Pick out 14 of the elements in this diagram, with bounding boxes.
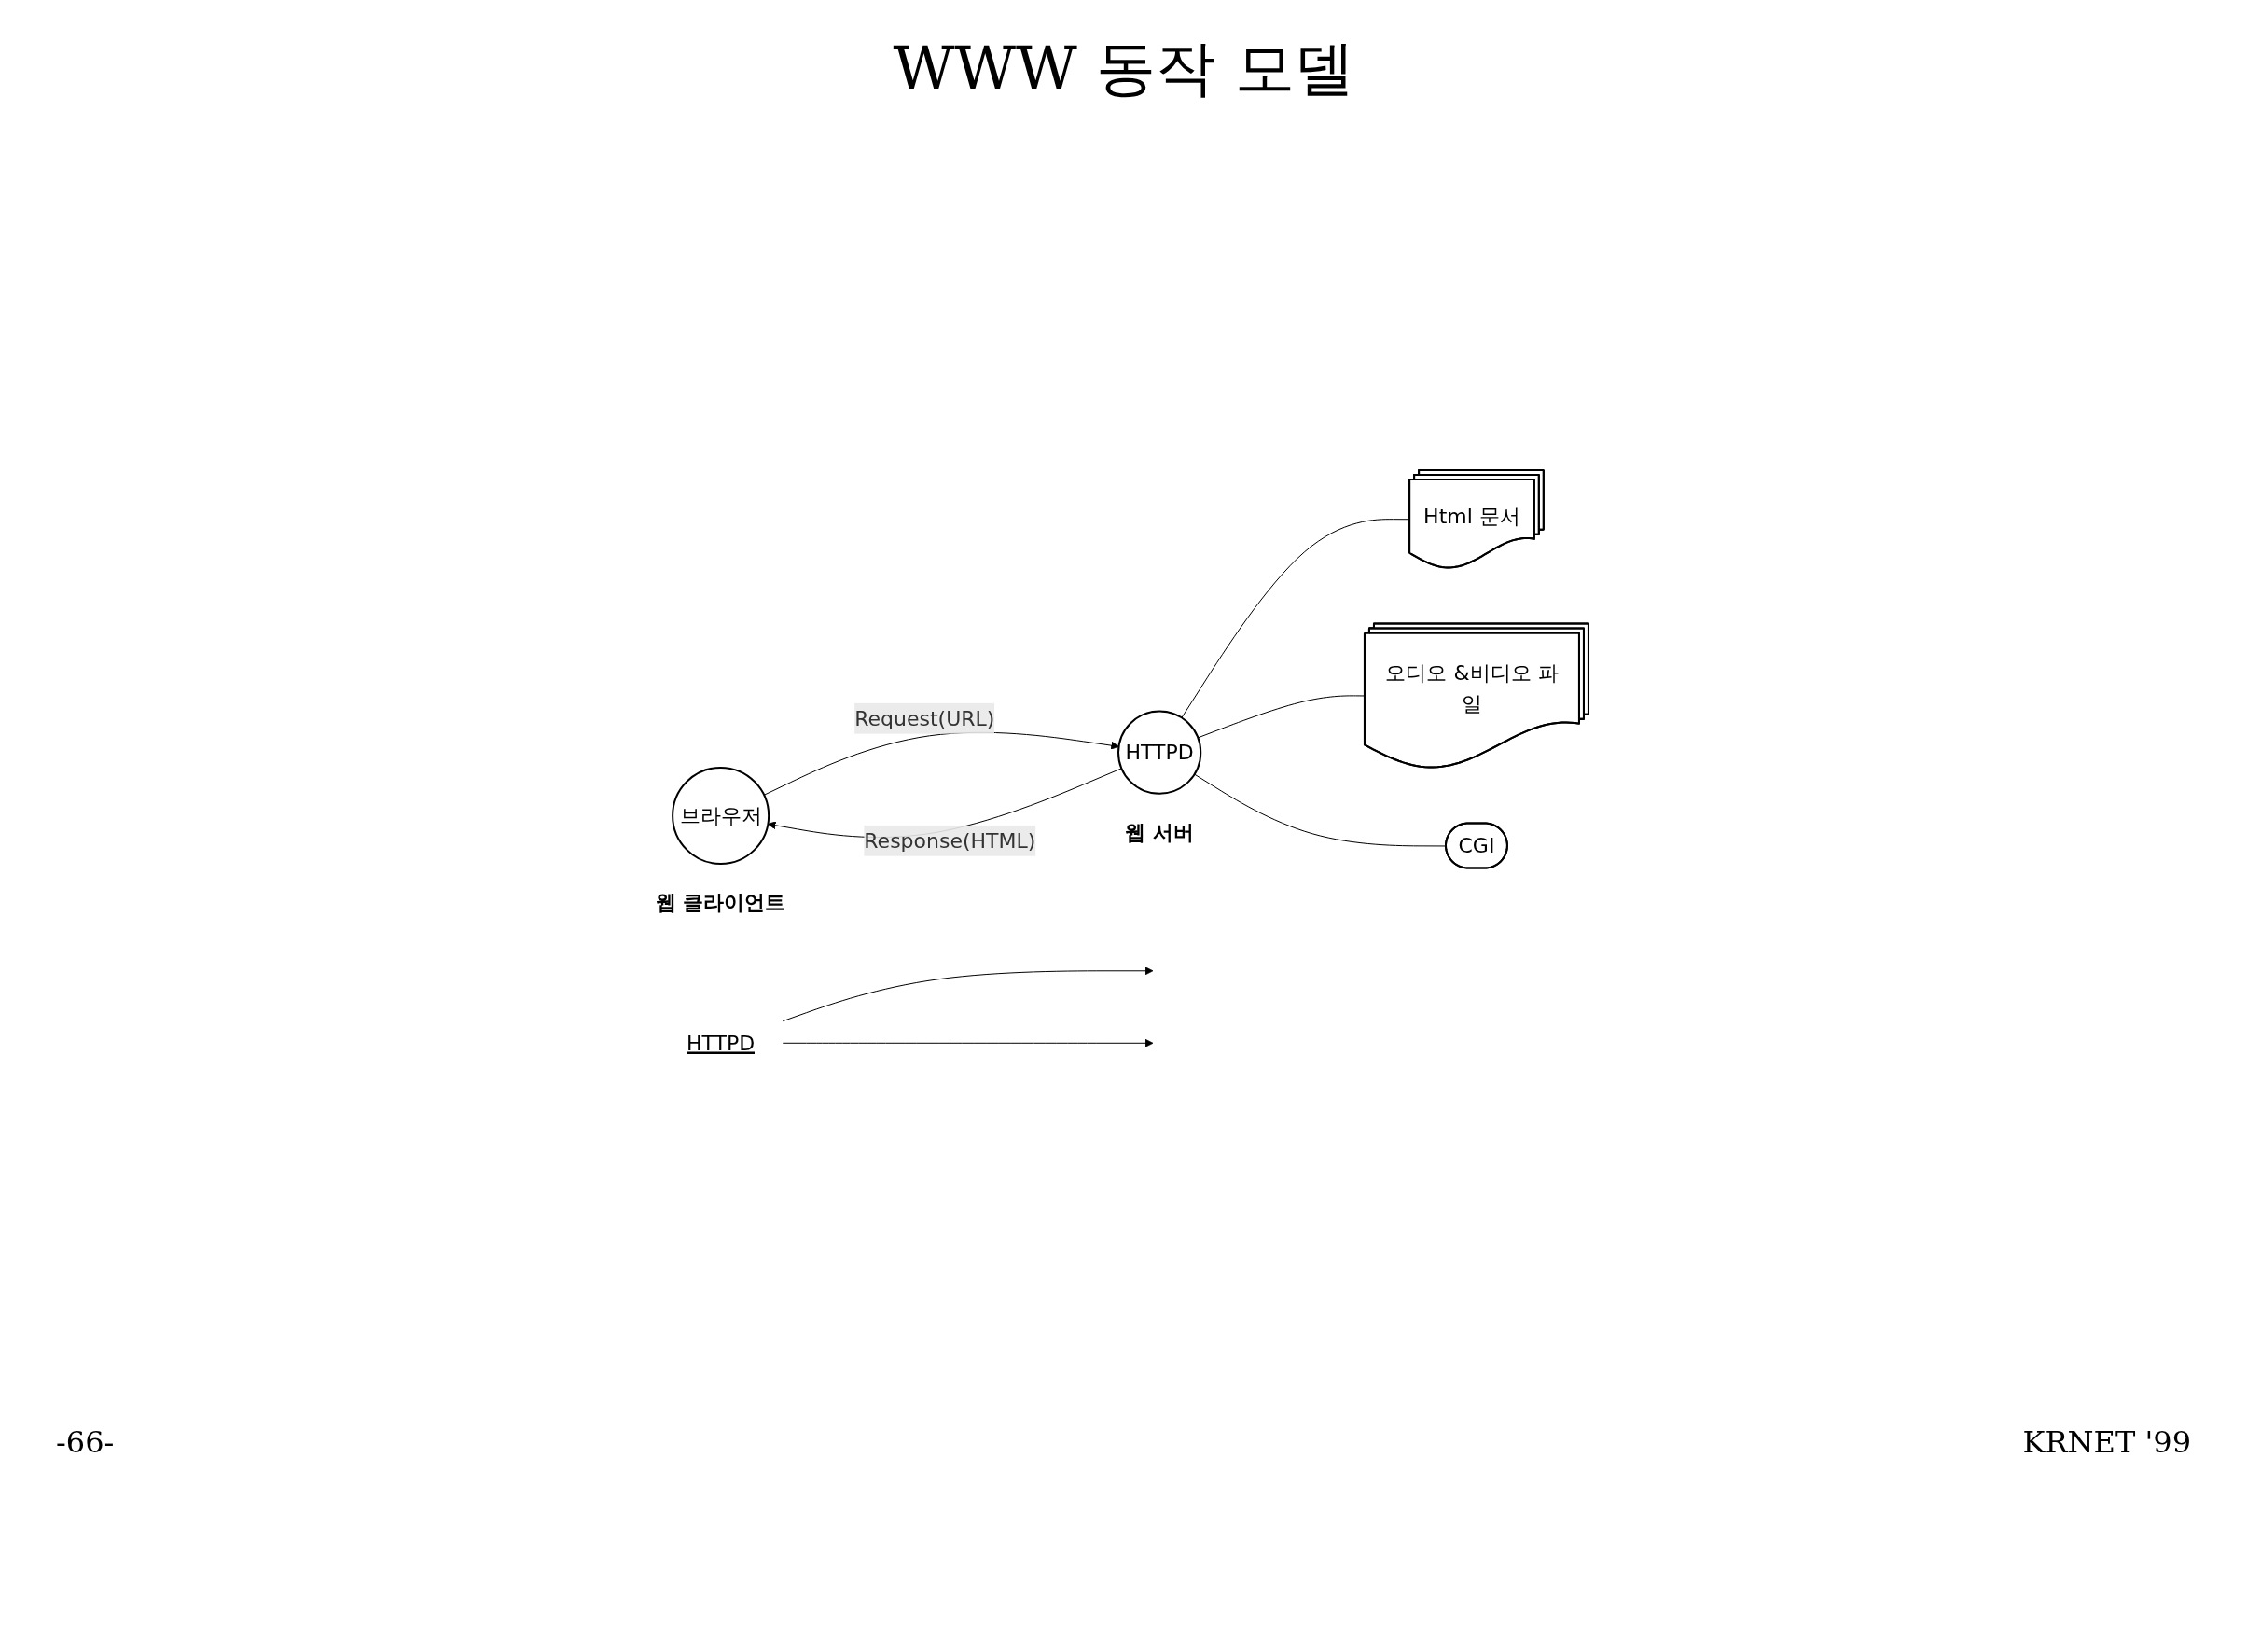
footer-note: -66- [56, 1424, 115, 1460]
footer-note: KRNET '99 [2022, 1424, 2191, 1460]
node-circle: HTTPD [1117, 710, 1202, 795]
edge-label: Response(HTML) [864, 828, 1036, 853]
node-label: 웹 클라이언트 [655, 891, 786, 915]
node-circle: 브라우저 [672, 767, 770, 866]
node-label: 웹 서버 [1125, 820, 1194, 844]
title: WWW 동작 모델 [892, 33, 1355, 104]
arrow [782, 966, 1154, 1022]
connector [1197, 695, 1366, 739]
arrow [782, 1039, 1154, 1048]
node-text: HTTPD [687, 1031, 756, 1055]
connector [1181, 519, 1411, 719]
edge-label: Request(URL) [854, 706, 995, 730]
